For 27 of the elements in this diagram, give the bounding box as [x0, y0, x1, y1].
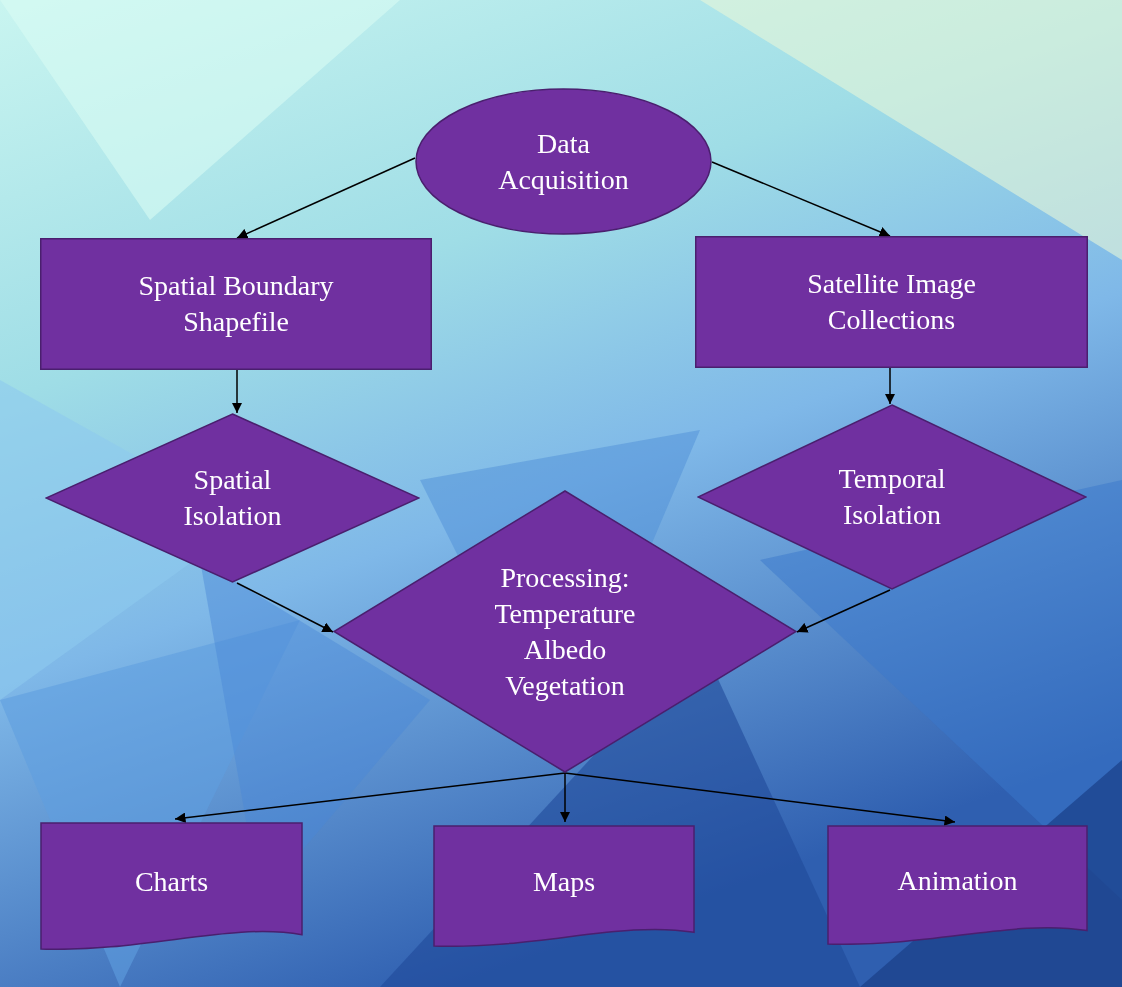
arrow: [564, 772, 956, 826]
node-label: Maps: [532, 865, 596, 899]
node-label: Charts: [134, 865, 209, 899]
arrow: [236, 157, 416, 239]
document-shape: [40, 822, 303, 950]
node-label: Spatial Boundary Shapefile: [137, 269, 335, 339]
node-label: Temporal Isolation: [837, 462, 947, 532]
document-shape: [433, 825, 695, 947]
arrow: [711, 161, 891, 237]
arrow: [236, 582, 334, 633]
decision-diamond: [45, 413, 420, 583]
node-label: Animation: [897, 864, 1018, 898]
arrow: [174, 772, 566, 823]
start-ellipse: [415, 88, 712, 235]
decision-diamond: [333, 490, 797, 773]
node-label: Processing: Temperature Albedo Vegetation: [493, 560, 637, 703]
node-label: Data Acquisition: [497, 126, 630, 197]
node-label: Satellite Image Collections: [806, 267, 977, 337]
arrow: [559, 772, 571, 823]
process-box: [695, 236, 1088, 368]
document-shape: [827, 825, 1088, 945]
arrow: [231, 369, 243, 414]
process-box: [40, 238, 432, 370]
arrow: [796, 589, 891, 633]
decision-diamond: [697, 404, 1087, 590]
arrow: [884, 367, 896, 405]
node-label: Spatial Isolation: [182, 463, 283, 533]
